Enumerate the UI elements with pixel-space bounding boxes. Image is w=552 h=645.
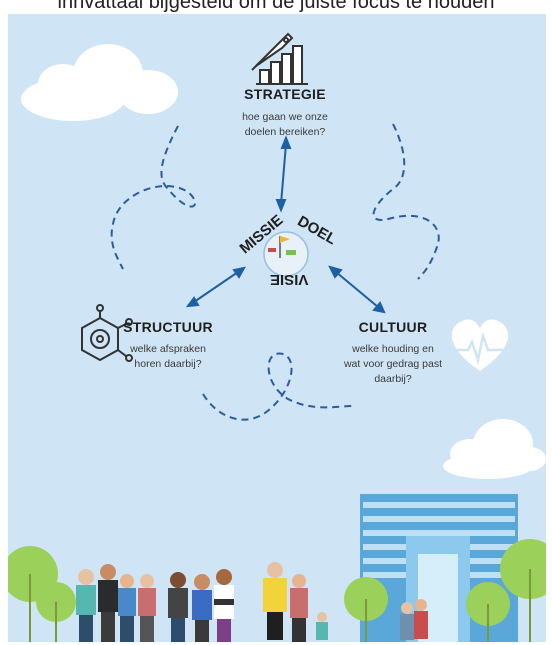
strategie-title: STRATEGIE [244,86,326,102]
trees-left [8,546,76,642]
cloud-right [443,419,546,479]
arrows [185,135,386,314]
dashed-loops [110,123,440,421]
strategie-line-1: hoe gaan we onze [242,111,328,123]
gear-network-icon [81,304,133,362]
rocket-growth-chart-icon [251,32,308,85]
strategie-line-2: doelen bereiken? [244,126,326,138]
structuur-title: STRUCTUUR [123,319,213,335]
heart-pulse-icon [451,319,509,371]
center-word-visie: VISIE [270,271,309,288]
scenery-layer [8,32,546,642]
top-caption-text: innvattaal bijgesteld om de juiste focus… [57,0,495,13]
cultuur-line-2: wat voor gedrag past [343,358,443,370]
cultuur-line-3: daarbij? [374,373,412,385]
cultuur-title: CULTUUR [358,319,428,335]
structuur-line-2: horen daarbij? [134,358,202,370]
crowd-of-people [76,562,428,642]
structuur-line-1: welke afspraken [130,343,206,355]
cultuur-line-1: welke houding en [352,343,434,355]
trees-right [344,539,546,642]
infographic-panel: MISSIE DOEL VISIE STRATEGIE hoe gaan we … [8,14,546,642]
cloud-top-left [21,44,178,121]
flag-icon [268,236,296,258]
